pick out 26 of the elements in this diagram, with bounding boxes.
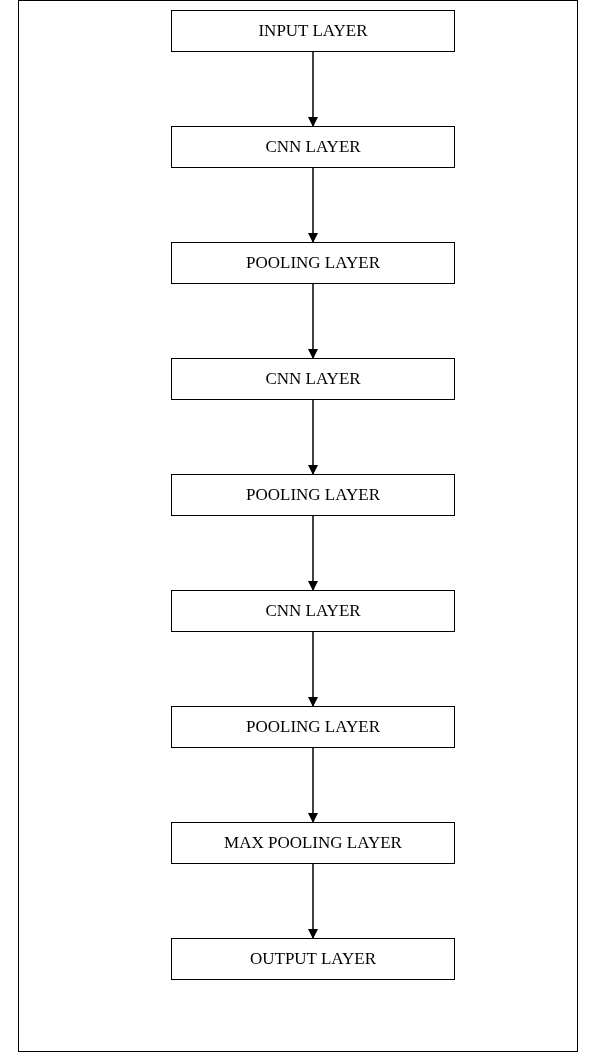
arrow (308, 51, 318, 127)
layer-label: POOLING LAYER (246, 484, 380, 507)
layer-box (171, 10, 455, 52)
layer-label: MAX POOLING LAYER (224, 832, 402, 855)
layer-box (171, 474, 455, 516)
arrow (308, 283, 318, 359)
arrow (308, 863, 318, 939)
arrow (308, 631, 318, 707)
layer-box (171, 126, 455, 168)
layer-box (171, 242, 455, 284)
layer-box (171, 938, 455, 980)
layer-box (171, 590, 455, 632)
layer-box (171, 822, 455, 864)
layer-label: CNN LAYER (265, 136, 361, 159)
layer-label: POOLING LAYER (246, 252, 380, 275)
layer-box (171, 358, 455, 400)
layer-label: OUTPUT LAYER (249, 948, 377, 971)
arrow (308, 515, 318, 591)
layer-label: CNN LAYER (265, 368, 361, 391)
layer-label: POOLING LAYER (246, 716, 380, 739)
layer-box (171, 706, 455, 748)
arrow (308, 399, 318, 475)
layer-label: CNN LAYER (265, 600, 361, 623)
arrow (308, 167, 318, 243)
layer-label: INPUT LAYER (258, 20, 368, 43)
arrow (308, 747, 318, 823)
